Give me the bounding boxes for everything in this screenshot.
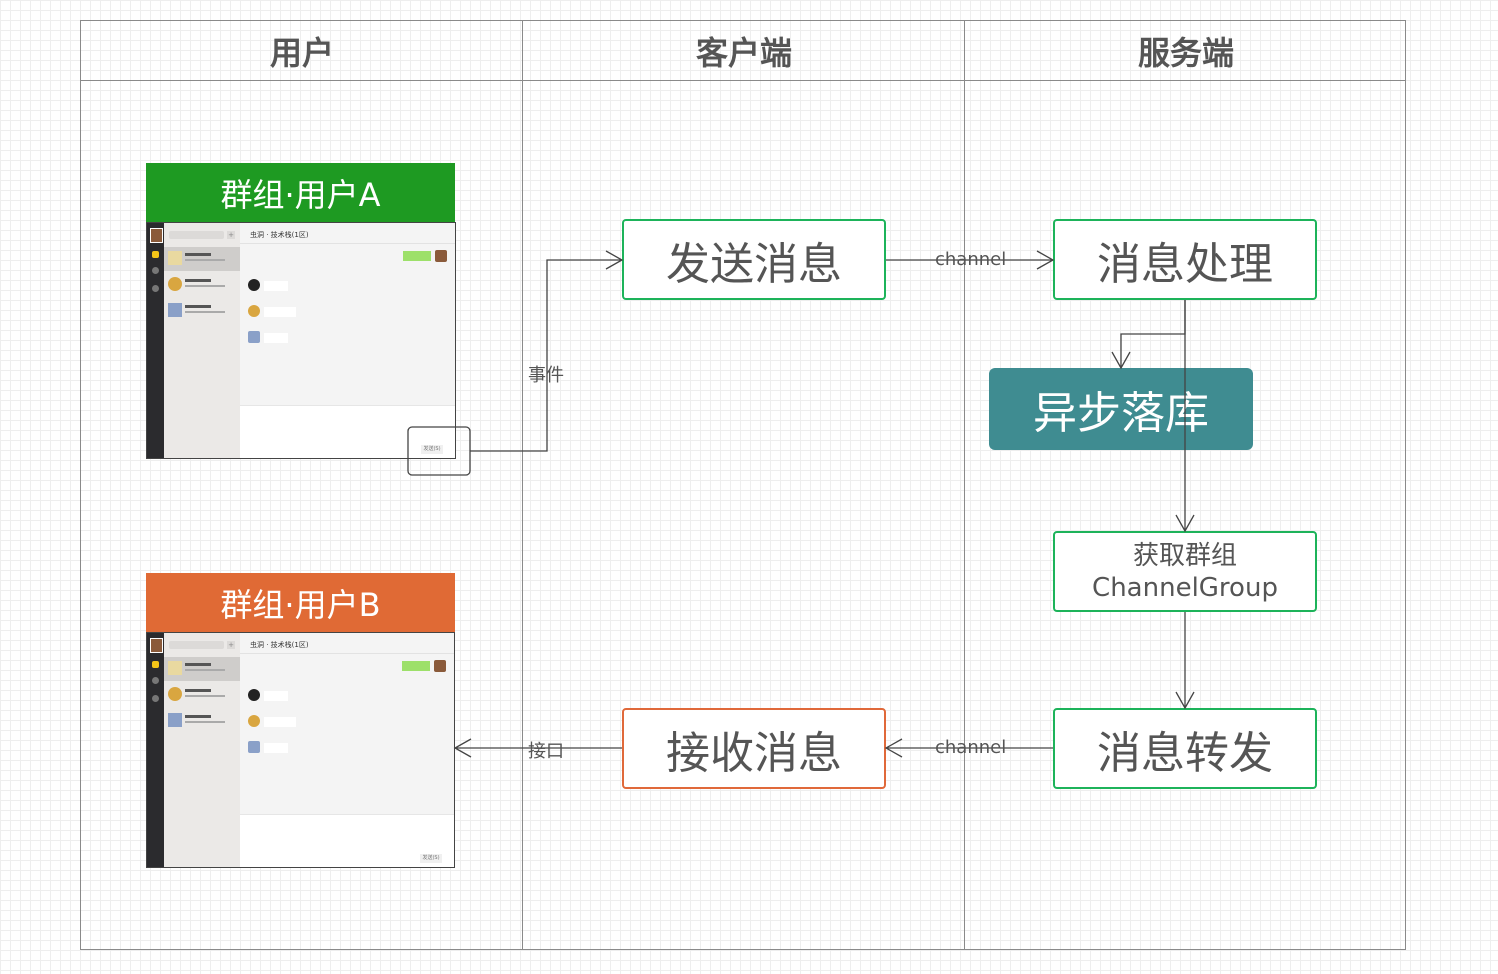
lane-divider-1 <box>522 21 523 949</box>
forward-message-node[interactable]: 消息转发 <box>1053 708 1317 789</box>
add-icon: + <box>227 231 235 239</box>
chat-panel: 虫洞 · 技术栈(1区) 发送(S) <box>240 633 454 867</box>
message-input: 发送(S) <box>240 405 455 458</box>
app-sidebar <box>147 223 164 458</box>
receive-message-node[interactable]: 接收消息 <box>622 708 886 789</box>
lane-divider-2 <box>964 21 965 949</box>
lane-header-user: 用户 <box>269 33 334 72</box>
async-persist-node[interactable]: 异步落库 <box>989 368 1253 450</box>
contacts-icon <box>152 677 159 684</box>
get-channel-group-node[interactable]: 获取群组 ChannelGroup <box>1053 531 1317 612</box>
chat-title: 虫洞 · 技术栈(1区) <box>250 231 309 239</box>
list-item <box>164 657 240 681</box>
list-item <box>164 273 240 297</box>
avatar <box>435 250 447 262</box>
edge-label-channel-bottom: channel <box>935 737 1007 758</box>
user-a-chat-screenshot: + 虫洞 · 技术栈(1区) 发送(S) <box>146 222 456 459</box>
send-button[interactable]: 发送(S) <box>420 854 442 863</box>
avatar <box>248 715 260 727</box>
lane-header-client: 客户端 <box>695 33 792 72</box>
avatar <box>248 741 260 753</box>
avatar <box>150 638 163 653</box>
edge-label-interface: 接口 <box>528 741 564 762</box>
swimlane-pool: 用户 客户端 服务端 <box>80 20 1406 950</box>
avatar <box>434 660 446 672</box>
list-item <box>164 683 240 707</box>
avatar <box>150 228 163 243</box>
message-input: 发送(S) <box>240 814 454 867</box>
chat-title: 虫洞 · 技术栈(1区) <box>250 641 309 649</box>
lane-header-server: 服务端 <box>1137 33 1234 72</box>
chat-divider <box>240 243 455 244</box>
send-button[interactable]: 发送(S) <box>421 445 443 454</box>
list-item <box>164 299 240 323</box>
conversation-list: + <box>164 223 240 458</box>
avatar <box>248 331 260 343</box>
chat-divider <box>240 653 454 654</box>
avatar <box>248 689 260 701</box>
contacts-icon <box>152 267 159 274</box>
settings-icon <box>152 695 159 702</box>
get-group-label: 获取群组 <box>1132 540 1237 571</box>
chat-panel: 虫洞 · 技术栈(1区) 发送(S) <box>240 223 455 458</box>
message-bubble <box>402 661 430 671</box>
message-bubble <box>264 717 296 727</box>
process-message-node[interactable]: 消息处理 <box>1053 219 1317 300</box>
edge-label-event: 事件 <box>528 365 564 386</box>
send-message-node[interactable]: 发送消息 <box>622 219 886 300</box>
chat-icon <box>152 251 159 258</box>
conversation-list: + <box>164 633 240 867</box>
header-divider <box>81 80 1405 81</box>
user-b-chat-screenshot: + 虫洞 · 技术栈(1区) 发送(S) <box>146 632 455 868</box>
list-item <box>164 247 240 271</box>
message-bubble <box>264 281 288 291</box>
message-bubble <box>264 691 288 701</box>
search-input <box>169 231 224 239</box>
message-bubble <box>403 251 431 261</box>
user-a-banner: 群组·用户A <box>146 163 455 222</box>
channel-group-label: ChannelGroup <box>1092 572 1278 603</box>
message-bubble <box>264 307 296 317</box>
app-sidebar <box>147 633 164 867</box>
chat-icon <box>152 661 159 668</box>
avatar <box>248 305 260 317</box>
search-input <box>169 641 224 649</box>
user-b-banner: 群组·用户B <box>146 573 455 632</box>
edge-label-channel-top: channel <box>935 249 1007 270</box>
avatar <box>248 279 260 291</box>
message-bubble <box>264 333 288 343</box>
list-item <box>164 709 240 733</box>
message-bubble <box>264 743 288 753</box>
add-icon: + <box>227 641 235 649</box>
settings-icon <box>152 285 159 292</box>
